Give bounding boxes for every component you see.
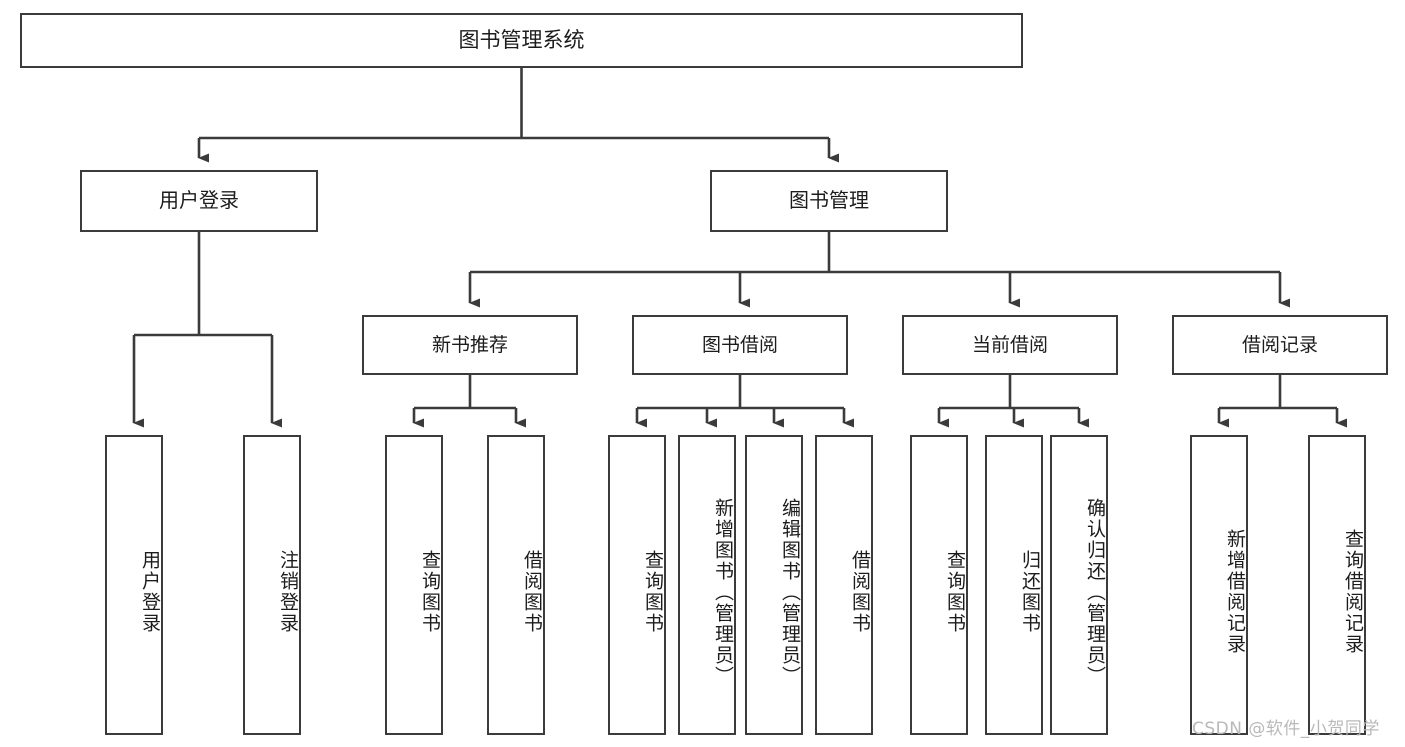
node-leaf-query-record[interactable]: 查询借阅记录 — [1308, 435, 1366, 735]
node-leaf-query-book-3-label: 查询图书 — [944, 550, 966, 634]
node-leaf-user-login[interactable]: 用户登录 — [105, 435, 163, 735]
node-leaf-borrow-book-2[interactable]: 借阅图书 — [815, 435, 873, 735]
node-leaf-add-record-label: 新增借阅记录 — [1224, 529, 1246, 655]
node-root[interactable]: 图书管理系统 — [20, 13, 1023, 68]
node-leaf-query-book-3[interactable]: 查询图书 — [910, 435, 968, 735]
node-leaf-return-book-label: 归还图书 — [1019, 550, 1041, 634]
node-leaf-add-book[interactable]: 新增图书（管理员） — [678, 435, 736, 735]
node-leaf-add-book-label: 新增图书（管理员） — [712, 497, 734, 687]
node-leaf-edit-book-label: 编辑图书（管理员） — [779, 497, 801, 687]
node-book-borrow[interactable]: 图书借阅 — [632, 315, 848, 375]
node-leaf-add-record[interactable]: 新增借阅记录 — [1190, 435, 1248, 735]
node-new-book-recommend-label: 新书推荐 — [431, 333, 508, 356]
node-current-borrow[interactable]: 当前借阅 — [902, 315, 1118, 375]
node-leaf-edit-book[interactable]: 编辑图书（管理员） — [745, 435, 803, 735]
node-borrow-record-label: 借阅记录 — [1241, 333, 1318, 356]
node-user-login-label: 用户登录 — [159, 188, 239, 213]
node-book-borrow-label: 图书借阅 — [701, 333, 778, 356]
node-leaf-logout-login[interactable]: 注销登录 — [243, 435, 301, 735]
node-leaf-query-book-1[interactable]: 查询图书 — [385, 435, 443, 735]
node-leaf-confirm-return-label: 确认归还（管理员） — [1084, 497, 1106, 687]
node-leaf-borrow-book-1[interactable]: 借阅图书 — [487, 435, 545, 735]
node-new-book-recommend[interactable]: 新书推荐 — [362, 315, 578, 375]
node-leaf-query-book-1-label: 查询图书 — [419, 550, 441, 634]
node-leaf-query-record-label: 查询借阅记录 — [1342, 529, 1364, 655]
node-leaf-user-login-label: 用户登录 — [139, 550, 161, 634]
node-book-manage-label: 图书管理 — [789, 188, 869, 213]
node-leaf-return-book[interactable]: 归还图书 — [985, 435, 1043, 735]
node-leaf-query-book-2-label: 查询图书 — [642, 550, 664, 634]
watermark: CSDN @软件_小贺同学 — [1192, 719, 1380, 739]
node-borrow-record[interactable]: 借阅记录 — [1172, 315, 1388, 375]
node-leaf-query-book-2[interactable]: 查询图书 — [608, 435, 666, 735]
node-book-manage[interactable]: 图书管理 — [710, 170, 948, 232]
node-leaf-logout-login-label: 注销登录 — [277, 550, 299, 634]
node-current-borrow-label: 当前借阅 — [971, 333, 1048, 356]
node-leaf-borrow-book-2-label: 借阅图书 — [849, 550, 871, 634]
node-root-label: 图书管理系统 — [458, 28, 585, 53]
node-user-login[interactable]: 用户登录 — [80, 170, 318, 232]
node-leaf-confirm-return[interactable]: 确认归还（管理员） — [1050, 435, 1108, 735]
node-leaf-borrow-book-1-label: 借阅图书 — [521, 550, 543, 634]
